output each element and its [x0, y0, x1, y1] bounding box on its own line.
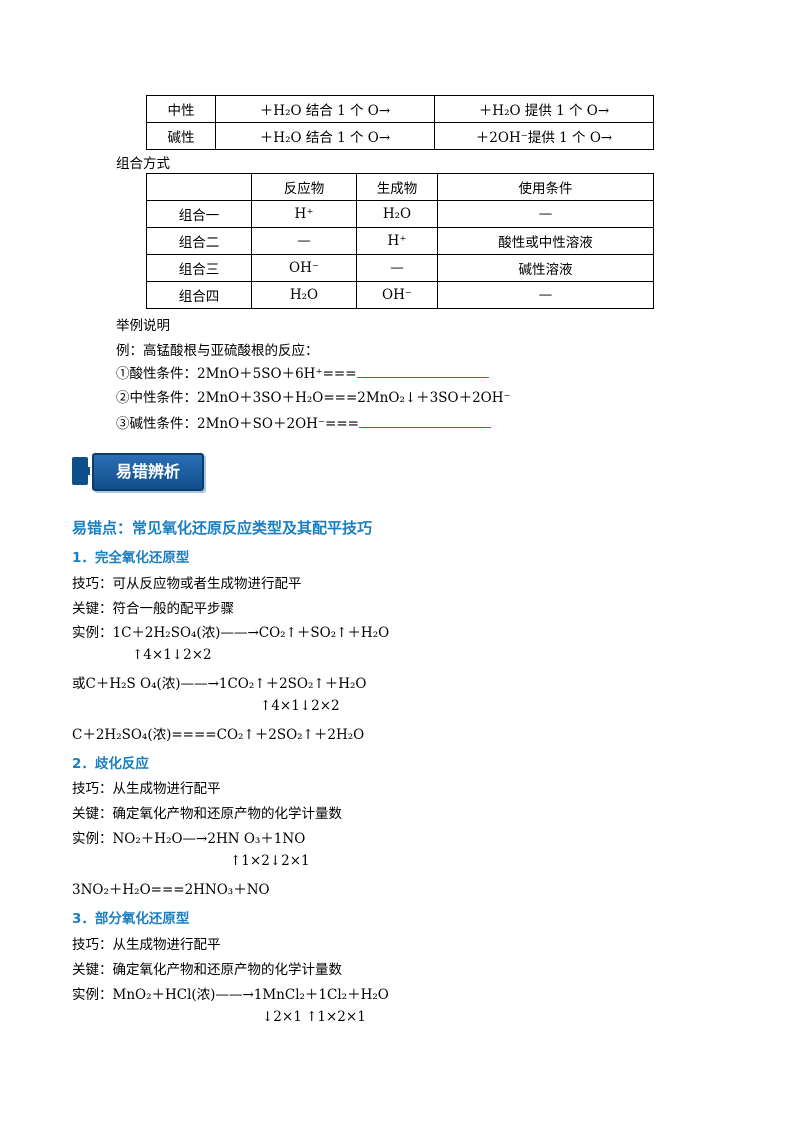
section-heading: 2．歧化反应	[72, 756, 149, 772]
table-cell: H⁺	[356, 227, 438, 255]
table-cell: —	[251, 227, 357, 255]
table-row: 组合二 — H⁺ 酸性或中性溶液	[146, 227, 654, 255]
table-cell: 碱性溶液	[437, 254, 654, 282]
balanced-equation: C＋2H₂SO₄(浓)====CO₂↑＋2SO₂↑＋2H₂O	[72, 727, 365, 743]
table-header-cell: 反应物	[251, 173, 357, 201]
table-cell: ＋H₂O 结合 1 个 O→	[215, 95, 435, 123]
section-heading: 1．完全氧化还原型	[72, 550, 190, 566]
table-cell: ＋H₂O 提供 1 个 O→	[434, 95, 654, 123]
table-row: 组合三 OH⁻ — 碱性溶液	[146, 254, 654, 282]
section-banner: 易错辨析	[72, 453, 204, 491]
table-combinations: 反应物 生成物 使用条件 组合一 H⁺ H₂O — 组合二 — H⁺ 酸性或中性…	[146, 173, 654, 309]
example-intro: 例：高锰酸根与亚硫酸根的反应：	[116, 343, 319, 359]
example-line: 实例：MnO₂＋HCl(浓)——→1MnCl₂＋1Cl₂＋H₂O	[72, 987, 389, 1003]
example-basic: ③碱性条件：2MnO＋SO＋2OH⁻===	[116, 412, 491, 432]
answer-blank	[358, 415, 491, 428]
electron-transfer-line: ↓2×1 ↑1×2×1	[262, 1009, 366, 1025]
table-cell: 组合三	[146, 254, 252, 282]
electron-transfer-line: ↑4×1↓2×2	[260, 698, 340, 714]
table-mode-conditions: 中性 ＋H₂O 结合 1 个 O→ ＋H₂O 提供 1 个 O→ 碱性 ＋H₂O…	[146, 95, 654, 150]
table-cell: —	[356, 254, 438, 282]
answer-blank	[356, 365, 489, 378]
key-text: 关键：确定氧化产物和还原产物的化学计量数	[72, 806, 342, 822]
example-line: 实例：1C＋2H₂SO₄(浓)——→CO₂↑＋SO₂↑＋H₂O	[72, 625, 390, 641]
table-cell: 酸性或中性溶液	[437, 227, 654, 255]
tip-text: 技巧：从生成物进行配平	[72, 937, 221, 953]
table-cell: OH⁻	[251, 254, 357, 282]
example-line: 或C＋H₂S O₄(浓)——→1CO₂↑＋2SO₂↑＋H₂O	[72, 676, 367, 692]
combo-label: 组合方式	[116, 156, 170, 172]
table-cell: —	[437, 281, 654, 309]
equation-text: ①酸性条件：2MnO＋5SO＋6H⁺===	[116, 366, 357, 382]
table-cell: 组合一	[146, 200, 252, 228]
key-text: 关键：确定氧化产物和还原产物的化学计量数	[72, 962, 342, 978]
table-row: 碱性 ＋H₂O 结合 1 个 O→ ＋2OH⁻提供 1 个 O→	[146, 122, 654, 150]
table-row: 组合四 H₂O OH⁻ —	[146, 281, 654, 309]
table-row: 中性 ＋H₂O 结合 1 个 O→ ＋H₂O 提供 1 个 O→	[146, 95, 654, 123]
banner-plug-icon	[72, 457, 90, 485]
table-header-cell	[146, 173, 252, 201]
section-heading: 3．部分氧化还原型	[72, 911, 190, 927]
electron-transfer-line: ↑1×2↓2×1	[230, 853, 310, 869]
table-row: 组合一 H⁺ H₂O —	[146, 200, 654, 228]
table-cell: H₂O	[251, 281, 357, 309]
table-cell: H₂O	[356, 200, 438, 228]
example-acidic: ①酸性条件：2MnO＋5SO＋6H⁺===	[116, 362, 489, 382]
table-cell: 碱性	[146, 122, 216, 150]
main-heading: 易错点：常见氧化还原反应类型及其配平技巧	[72, 519, 373, 537]
example-label: 举例说明	[116, 318, 170, 334]
table-cell: 组合二	[146, 227, 252, 255]
key-text: 关键：符合一般的配平步骤	[72, 601, 234, 617]
table-cell: OH⁻	[356, 281, 438, 309]
example-line: 实例：NO₂＋H₂O—→2HN O₃＋1NO	[72, 831, 306, 847]
table-header-cell: 使用条件	[437, 173, 654, 201]
electron-transfer-line: ↑4×1↓2×2	[132, 647, 212, 663]
tip-text: 技巧：从生成物进行配平	[72, 781, 221, 797]
table-header-cell: 生成物	[356, 173, 438, 201]
example-neutral: ②中性条件：2MnO＋3SO＋H₂O===2MnO₂↓＋3SO＋2OH⁻	[116, 390, 511, 406]
balanced-equation: 3NO₂＋H₂O===2HNO₃＋NO	[72, 882, 270, 898]
equation-text: ③碱性条件：2MnO＋SO＋2OH⁻===	[116, 416, 359, 432]
table-cell: 中性	[146, 95, 216, 123]
table-cell: ＋2OH⁻提供 1 个 O→	[434, 122, 654, 150]
banner-title: 易错辨析	[92, 453, 204, 491]
table-header-row: 反应物 生成物 使用条件	[146, 173, 654, 201]
table-cell: —	[437, 200, 654, 228]
table-cell: H⁺	[251, 200, 357, 228]
tip-text: 技巧：可从反应物或者生成物进行配平	[72, 576, 302, 592]
table-cell: ＋H₂O 结合 1 个 O→	[215, 122, 435, 150]
table-cell: 组合四	[146, 281, 252, 309]
